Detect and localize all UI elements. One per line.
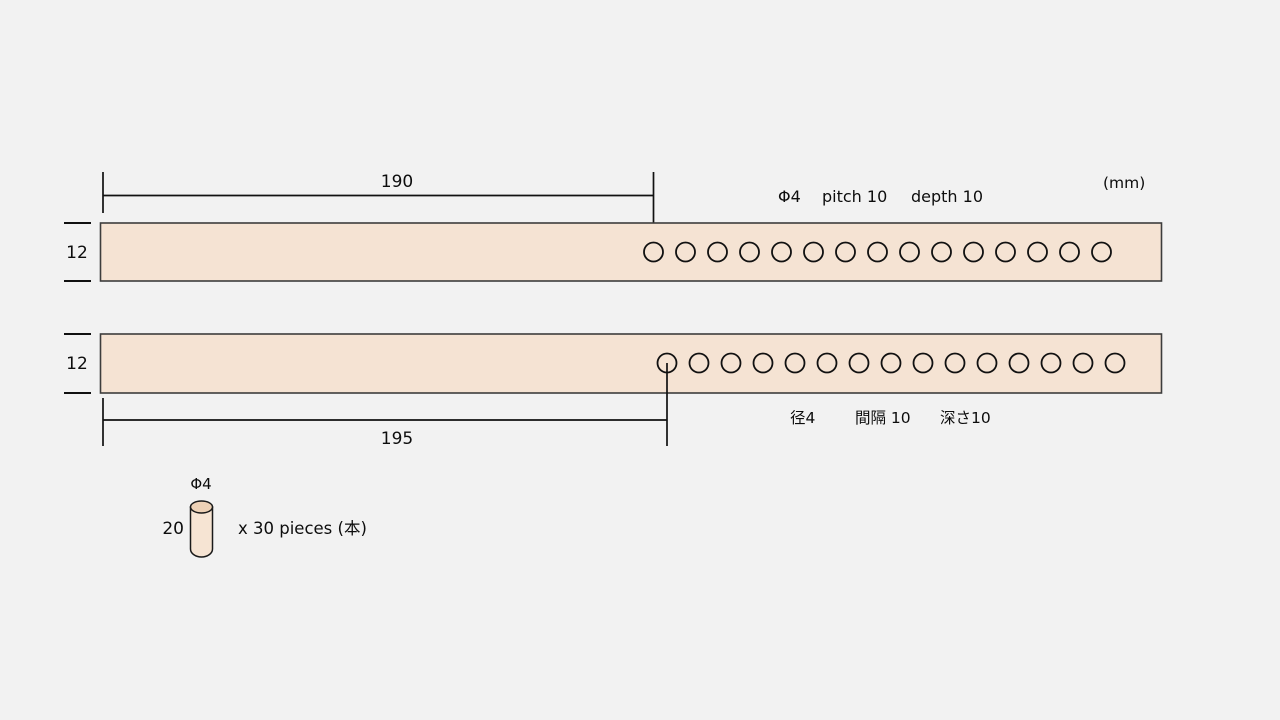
- drill-hole: [848, 352, 870, 374]
- drill-hole: [995, 241, 1016, 263]
- drill-hole: [963, 241, 984, 263]
- drill-hole: [899, 241, 920, 263]
- drill-hole: [675, 241, 696, 263]
- dimension-190: 190: [102, 172, 655, 252]
- unit-note: (mm): [1103, 174, 1145, 192]
- board-bottom-thickness-label: 12: [66, 354, 88, 374]
- board-bottom-holes: [656, 352, 1126, 374]
- drill-hole: [784, 352, 806, 374]
- spec-bottom-diameter: 径4: [790, 409, 815, 427]
- drill-hole: [912, 352, 934, 374]
- drill-hole: [720, 352, 742, 374]
- drill-hole: [1104, 352, 1126, 374]
- spec-top-diameter: Φ4: [778, 187, 801, 206]
- drill-hole: [707, 241, 728, 263]
- board-top-thickness-label: 12: [66, 243, 88, 263]
- dowel-cylinder-body: [189, 506, 214, 558]
- board-bottom-rect: [99, 333, 1163, 394]
- drill-hole: [880, 352, 902, 374]
- dowel-diameter-label: Φ4: [190, 475, 211, 493]
- dowel-quantity-label: x 30 pieces (本): [238, 519, 367, 538]
- drill-hole: [867, 241, 888, 263]
- drill-hole: [1027, 241, 1048, 263]
- board-bottom: 12: [64, 333, 1163, 394]
- spec-bottom-depth: 深さ10: [940, 409, 991, 427]
- spec-bottom: 径4 間隔 10 深さ10: [790, 409, 991, 427]
- drill-hole: [739, 241, 760, 263]
- drill-hole: [976, 352, 998, 374]
- dimension-195: 195: [102, 363, 668, 449]
- drill-hole: [643, 241, 664, 263]
- spec-bottom-spacing: 間隔 10: [855, 409, 911, 427]
- board-top-rect: [99, 222, 1163, 282]
- spec-top: Φ4 pitch 10 depth 10: [778, 187, 983, 206]
- dowel-length-label: 20: [162, 519, 184, 539]
- spec-top-depth: depth 10: [911, 187, 983, 206]
- drill-hole: [1040, 352, 1062, 374]
- dimension-195-label: 195: [381, 429, 413, 449]
- dowel-pin: Φ4 20 x 30 pieces (本): [162, 475, 367, 558]
- drill-hole: [1091, 241, 1112, 263]
- drill-hole: [688, 352, 710, 374]
- drill-hole: [835, 241, 856, 263]
- drill-hole: [1059, 241, 1080, 263]
- spec-top-pitch: pitch 10: [822, 187, 887, 206]
- drill-hole: [1008, 352, 1030, 374]
- drill-hole: [944, 352, 966, 374]
- board-top: 12: [64, 222, 1163, 282]
- board-top-holes: [643, 241, 1112, 263]
- drill-hole: [803, 241, 824, 263]
- drill-hole: [931, 241, 952, 263]
- drill-hole: [1072, 352, 1094, 374]
- dimension-190-label: 190: [381, 172, 413, 192]
- dowel-cylinder-top: [189, 500, 214, 514]
- drill-hole: [752, 352, 774, 374]
- drill-hole: [816, 352, 838, 374]
- drill-hole: [771, 241, 792, 263]
